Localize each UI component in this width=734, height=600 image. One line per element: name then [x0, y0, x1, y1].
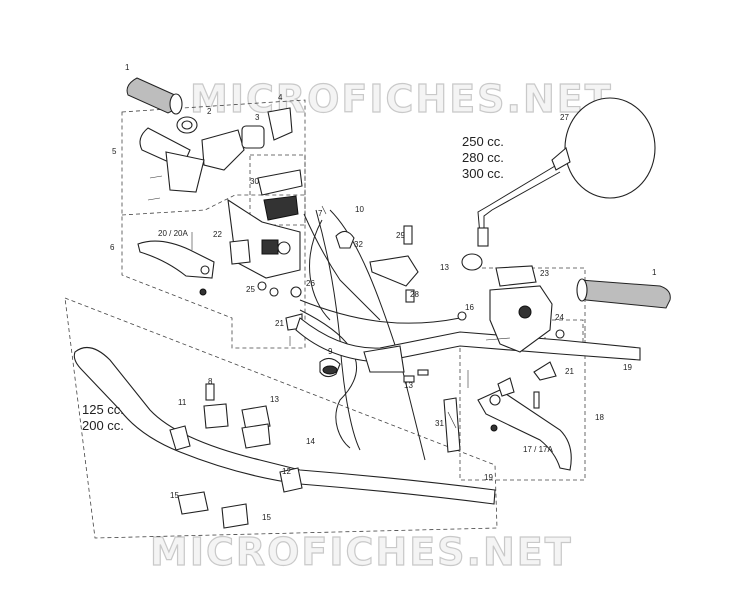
callout-4: 4: [278, 93, 283, 102]
handlebar-clamps-upper: [319, 255, 429, 383]
callout-20: 20 / 20A: [158, 229, 188, 238]
upper-handlebar: [295, 317, 641, 363]
callout-6: 6: [110, 243, 115, 252]
callout-13-mid: 13: [404, 381, 413, 390]
callout-25: 25: [246, 285, 255, 294]
mirror: [461, 97, 656, 271]
right-lever: [467, 361, 572, 471]
callout-15-right: 15: [262, 513, 271, 522]
callout-27: 27: [560, 113, 569, 122]
callout-8: 8: [208, 377, 213, 386]
cable-fittings: [321, 205, 467, 321]
left-grip-subgroup-outline: [121, 194, 305, 216]
engine-note-top-line2: 280 cc.: [462, 150, 504, 165]
switch-cover: [257, 169, 303, 221]
callout-30: 30: [250, 177, 259, 186]
callout-15-left: 15: [170, 491, 179, 500]
callout-26: 26: [306, 279, 315, 288]
callout-9: 9: [328, 347, 333, 356]
handlebar-risers: [177, 383, 271, 529]
callout-2: 2: [207, 107, 212, 116]
callout-11: 11: [178, 398, 187, 407]
callout-28: 28: [410, 290, 419, 299]
callout-29: 29: [396, 231, 405, 240]
callout-22: 22: [213, 230, 222, 239]
callout-1-left: 1: [125, 63, 130, 72]
left-control-group-outline: [121, 99, 306, 349]
callout-16: 16: [465, 303, 474, 312]
callout-12: 12: [282, 467, 291, 476]
lower-handlebar: [73, 346, 496, 505]
left-switch-housing: [227, 198, 303, 346]
callout-14: 14: [306, 437, 315, 446]
callout-19-upper: 19: [623, 363, 632, 372]
callout-18: 18: [595, 413, 604, 422]
callout-1-right: 1: [652, 268, 657, 277]
callout-5: 5: [112, 147, 117, 156]
callout-19-lower: 19: [484, 473, 493, 482]
right-master-cylinder: [485, 265, 565, 353]
watermark-bottom: MICROFICHES.NET: [150, 530, 573, 574]
callout-21-left: 21: [275, 319, 284, 328]
right-grip: [576, 278, 671, 309]
callout-3: 3: [255, 113, 260, 122]
callout-23: 23: [540, 269, 549, 278]
engine-note-bottom-line1: 125 cc.: [82, 402, 124, 417]
throttle-assembly: [139, 107, 293, 201]
watermark-top: MICROFICHES.NET: [190, 77, 613, 121]
callout-10: 10: [355, 205, 364, 214]
callout-24: 24: [555, 313, 564, 322]
callout-13-upper: 13: [440, 263, 449, 272]
callout-7: 7: [318, 209, 323, 218]
callout-32: 32: [354, 240, 363, 249]
engine-note-bottom-line2: 200 cc.: [82, 418, 124, 433]
left-grip: [126, 77, 183, 115]
callout-31: 31: [435, 419, 444, 428]
callout-17: 17 / 17A: [523, 445, 553, 454]
callout-21-right: 21: [565, 367, 574, 376]
engine-note-top-line3: 300 cc.: [462, 166, 504, 181]
bracket: [443, 397, 461, 453]
left-lever: [137, 232, 215, 296]
engine-note-top-line1: 250 cc.: [462, 134, 504, 149]
callout-13-lower: 13: [270, 395, 279, 404]
